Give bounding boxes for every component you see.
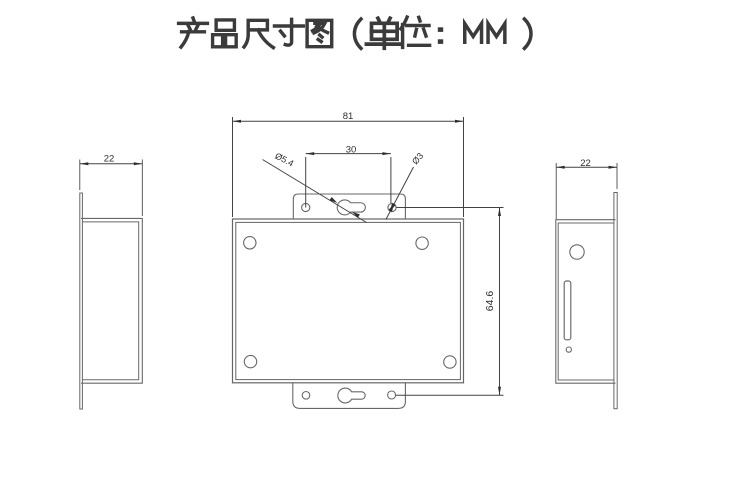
svg-text:22: 22 xyxy=(104,154,115,165)
svg-text:81: 81 xyxy=(343,111,354,122)
svg-text:22: 22 xyxy=(580,158,591,169)
svg-text:Ø3: Ø3 xyxy=(410,151,425,167)
svg-text:30: 30 xyxy=(346,144,357,155)
svg-text:Ø5.4: Ø5.4 xyxy=(273,151,295,169)
svg-text:64.6: 64.6 xyxy=(484,291,496,312)
